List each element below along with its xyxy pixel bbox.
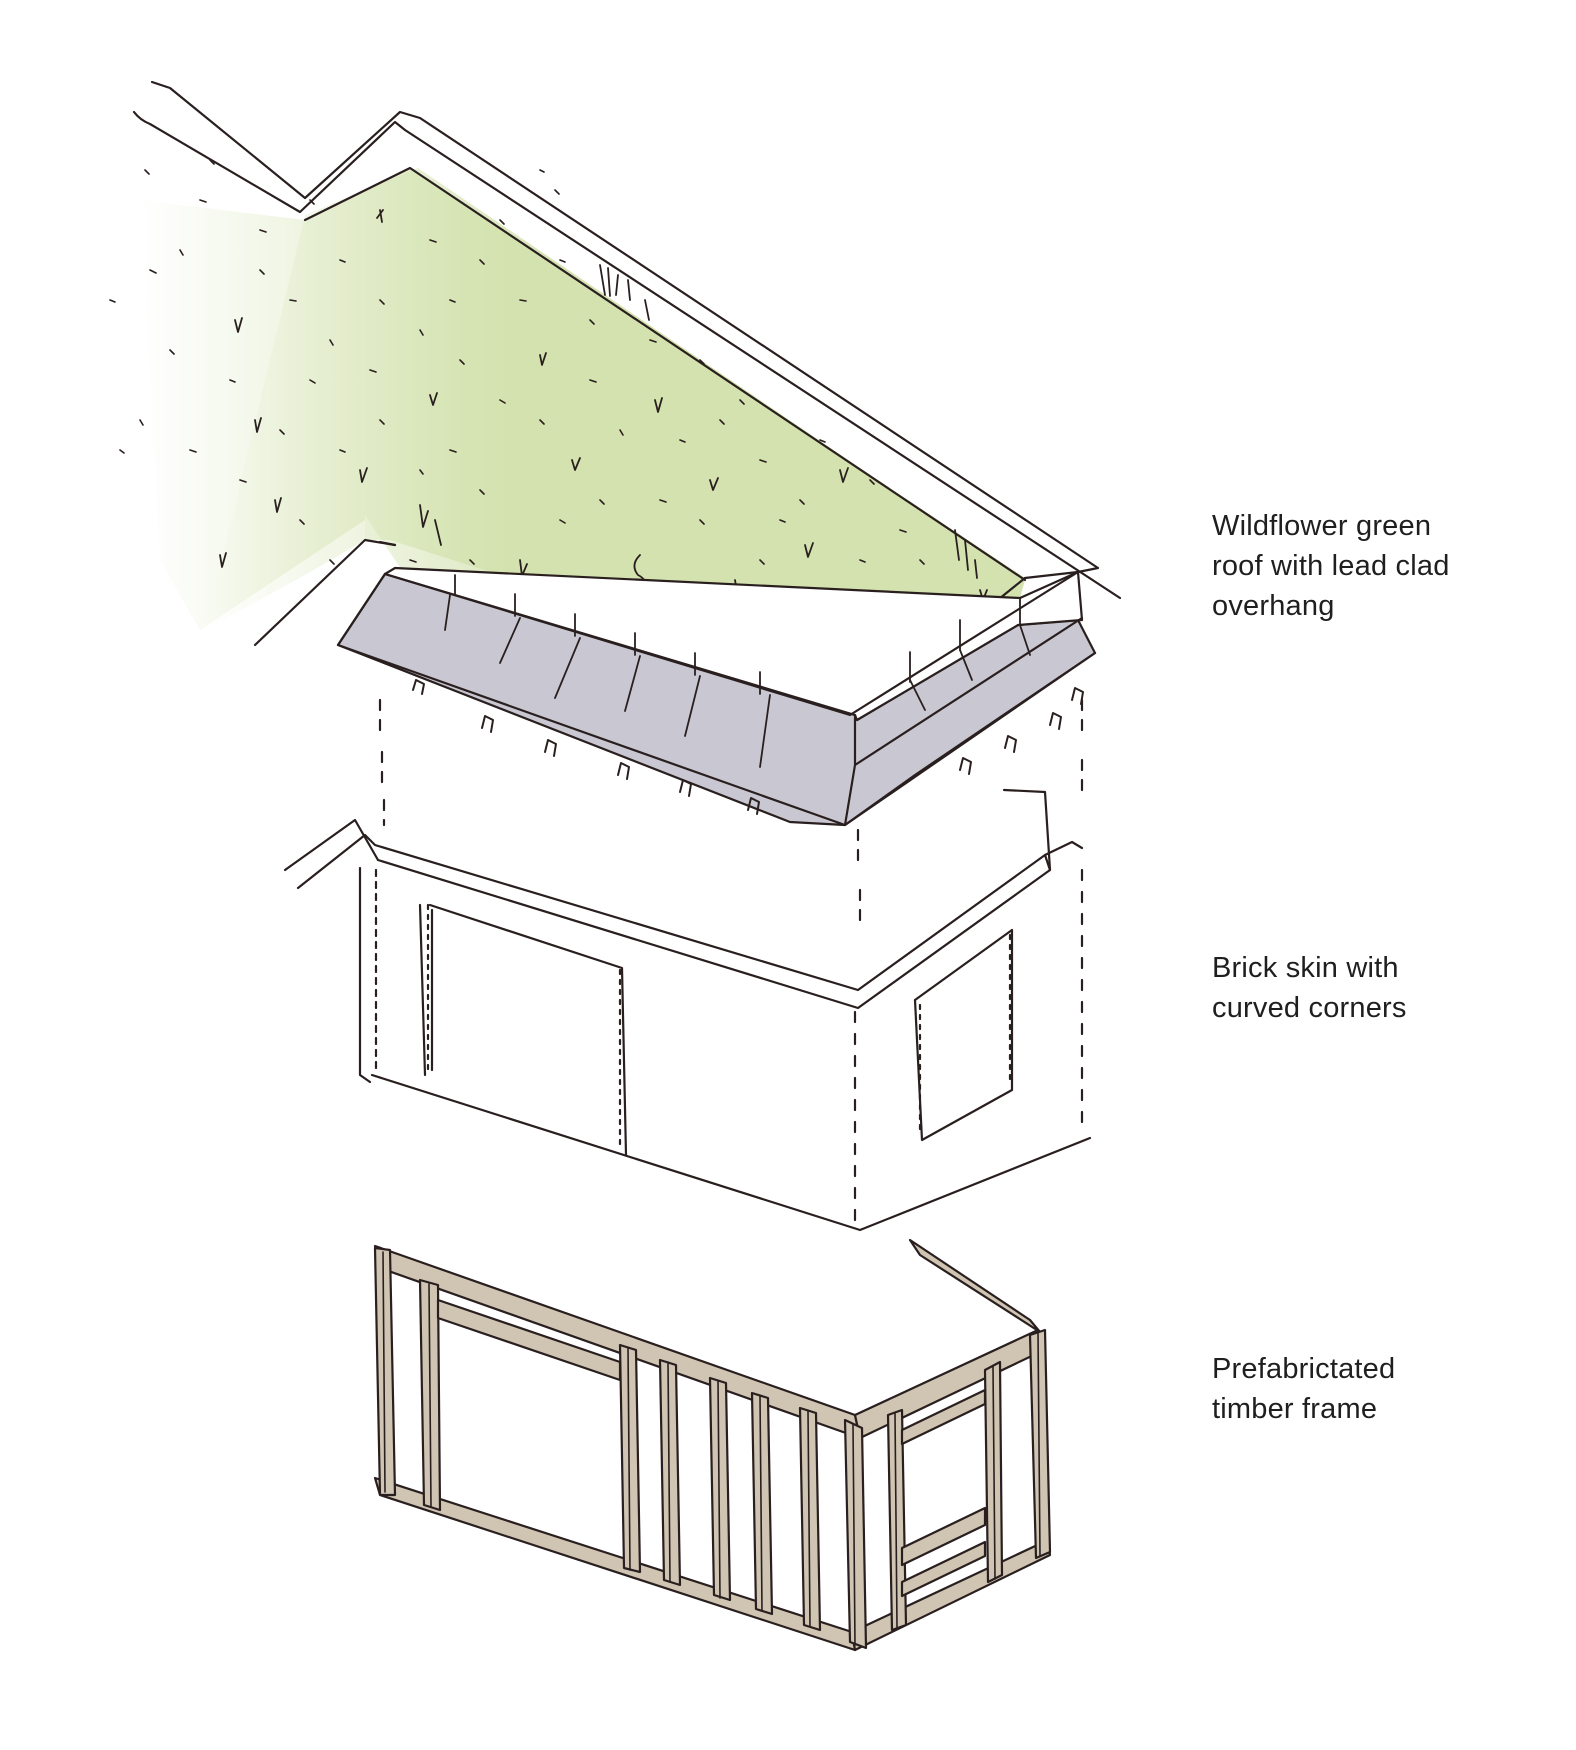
timber-stud-icon bbox=[373, 1246, 397, 1497]
timber-return-plate bbox=[908, 1238, 1042, 1334]
green-roof-layer bbox=[109, 80, 1122, 827]
timber-bottom-plate-short bbox=[850, 1538, 1052, 1652]
grass-tuft-icon bbox=[654, 397, 663, 413]
brick-ledge-right bbox=[1002, 788, 1052, 872]
brick-bottom-edge bbox=[370, 1073, 1092, 1232]
timber-stud-icon bbox=[1028, 1328, 1052, 1560]
green-roof-main bbox=[140, 168, 1025, 690]
label-timber-frame-line-1: Prefabrictated bbox=[1212, 1353, 1396, 1385]
grass-tuft-icon bbox=[274, 497, 282, 513]
roof-front-edge bbox=[1023, 570, 1080, 580]
roof-inner-edge bbox=[303, 166, 1027, 582]
timber-sketch-lines bbox=[382, 1251, 1041, 1646]
brick-opening-left bbox=[418, 903, 628, 1157]
timber-stud-icon bbox=[658, 1358, 682, 1587]
grass-tuft-icon bbox=[539, 352, 547, 366]
timber-frame-layer bbox=[373, 1238, 1052, 1652]
timber-window-sill bbox=[900, 1506, 987, 1567]
roof-parapet-inner bbox=[150, 80, 1100, 574]
timber-stud-icon bbox=[886, 1408, 908, 1632]
grass-tuft-icon bbox=[429, 392, 438, 406]
grass-tuft-icon bbox=[804, 542, 814, 558]
brick-upper-left-edge bbox=[378, 698, 386, 827]
label-timber-frame-line-2: timber frame bbox=[1212, 1393, 1378, 1425]
brick-opening-right-hatch bbox=[918, 933, 1012, 1137]
label-brick-skin-line-1: Brick skin with bbox=[1212, 952, 1399, 984]
grass-tuft-icon bbox=[219, 552, 227, 568]
grass-tuft-icon bbox=[599, 264, 650, 321]
brick-upper-right-edge bbox=[856, 828, 862, 932]
label-green-roof-line-3: overhang bbox=[1212, 590, 1335, 622]
label-brick-skin-line-2: curved corners bbox=[1212, 992, 1407, 1024]
brick-opening-right bbox=[913, 928, 1014, 1142]
grass-tuft-icon bbox=[709, 477, 719, 491]
timber-window-head bbox=[900, 1388, 987, 1446]
lead-cladding-outline bbox=[336, 570, 1097, 827]
grass-tuft-icon bbox=[234, 317, 243, 333]
timber-window-lower bbox=[900, 1540, 987, 1598]
timber-stud-icon bbox=[708, 1376, 732, 1602]
lead-seams bbox=[444, 574, 1031, 768]
brick-ledge-left bbox=[283, 818, 380, 872]
timber-header-long bbox=[436, 1298, 622, 1382]
timber-stud-icon bbox=[750, 1391, 774, 1616]
roof-left-parapet-inner bbox=[378, 540, 397, 547]
label-green-roof-line-1: Wildflower green bbox=[1212, 510, 1432, 542]
grass-tuft-icon bbox=[419, 504, 442, 546]
grass-tuft-icon bbox=[571, 457, 581, 471]
label-green-roof: Wildflower green roof with lead clad ove… bbox=[1212, 506, 1450, 626]
timber-stud-icon bbox=[618, 1343, 642, 1574]
overhang-brackets bbox=[412, 679, 1084, 815]
timber-studs bbox=[373, 1246, 1052, 1650]
grass-tuft-icon bbox=[254, 417, 262, 433]
grass-tuft-icon bbox=[359, 467, 368, 483]
brick-skin-layer bbox=[283, 698, 1092, 1232]
timber-top-plate-long bbox=[373, 1244, 862, 1440]
grass-tuft-icon bbox=[954, 529, 978, 579]
timber-bottom-plate-long bbox=[373, 1476, 857, 1652]
timber-stud-icon bbox=[798, 1406, 822, 1632]
brick-opening-left-hatch bbox=[426, 903, 622, 1152]
grass-tuft-icon bbox=[376, 209, 384, 223]
brick-curved-corner-left bbox=[358, 866, 372, 1084]
brick-top-inner bbox=[376, 853, 1052, 1010]
label-brick-skin: Brick skin with curved corners bbox=[1212, 948, 1407, 1028]
label-green-roof-line-2: roof with lead clad bbox=[1212, 550, 1450, 582]
brick-top-outline bbox=[296, 833, 1084, 992]
roof-parapet-outer bbox=[132, 110, 1122, 600]
roof-speckles bbox=[109, 159, 925, 605]
grass-tuft-icon bbox=[839, 467, 849, 483]
label-timber-frame: Prefabrictated timber frame bbox=[1212, 1349, 1395, 1429]
timber-stud-icon bbox=[843, 1418, 868, 1650]
